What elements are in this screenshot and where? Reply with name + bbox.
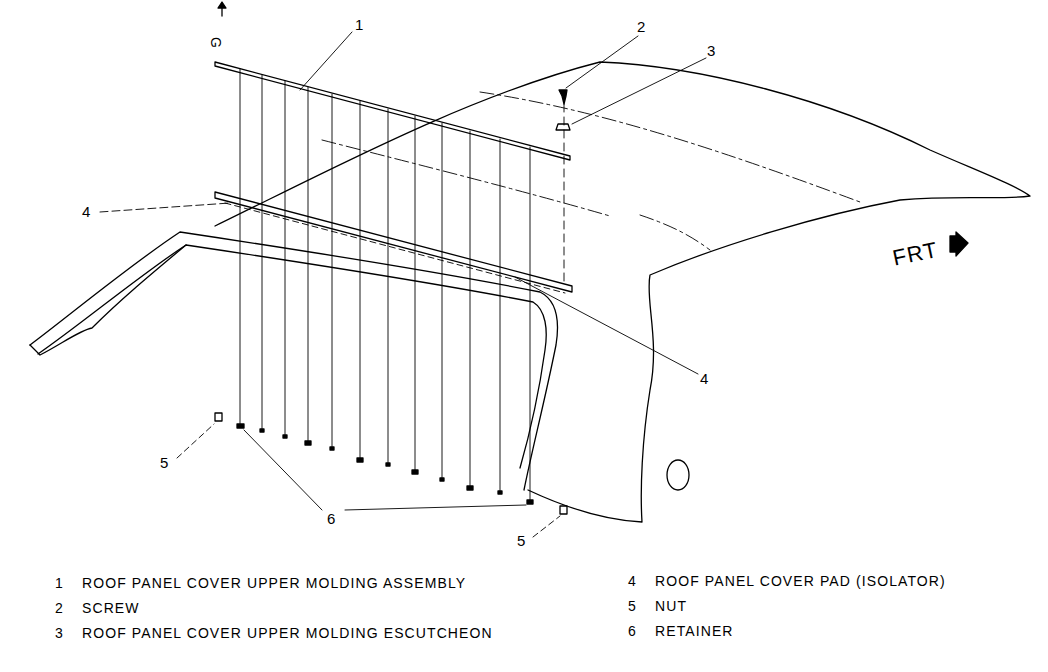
part-number: 2 [55, 599, 64, 617]
view-letter: G [207, 37, 225, 49]
callout-number: 6 [327, 510, 336, 528]
part-number: 4 [628, 572, 637, 590]
callout-number: 2 [637, 18, 646, 36]
callout-number: 1 [355, 16, 364, 34]
retainers [237, 424, 533, 504]
callout-number: 5 [160, 454, 169, 472]
part-number: 6 [628, 622, 637, 640]
pad-strip [215, 192, 572, 292]
part-number: 1 [55, 574, 64, 592]
sail-lower [30, 245, 186, 355]
hidden-line [640, 215, 710, 250]
part-name: NUT [655, 597, 687, 615]
stud-lines [240, 69, 564, 500]
leader-lines [100, 32, 706, 537]
roof-hole [667, 460, 689, 490]
view-arrow-head [218, 2, 226, 8]
escutcheon [556, 124, 570, 130]
callout-number: 3 [707, 42, 716, 60]
front-arrow [950, 232, 968, 256]
part-name: ROOF PANEL COVER UPPER MOLDING ASSEMBLY [82, 574, 466, 592]
part-name: SCREW [82, 599, 140, 617]
callout-number: 4 [700, 370, 709, 388]
nut [560, 506, 567, 514]
part-name: ROOF PANEL COVER UPPER MOLDING ESCUTCHEO… [82, 624, 493, 642]
molding-strip [215, 62, 570, 160]
front-label: FRT [891, 241, 939, 268]
part-number: 3 [55, 624, 64, 642]
callout-number: 5 [517, 532, 526, 550]
sail-outline [30, 232, 557, 490]
part-name: RETAINER [655, 622, 734, 640]
part-name: ROOF PANEL COVER PAD (ISOLATOR) [655, 572, 946, 590]
roof-outline [215, 62, 1030, 522]
hidden-line [322, 140, 610, 216]
pad-hidden [225, 203, 565, 293]
part-number: 5 [628, 597, 637, 615]
nut [215, 413, 222, 421]
callout-number: 4 [82, 203, 91, 221]
screw [559, 90, 567, 104]
